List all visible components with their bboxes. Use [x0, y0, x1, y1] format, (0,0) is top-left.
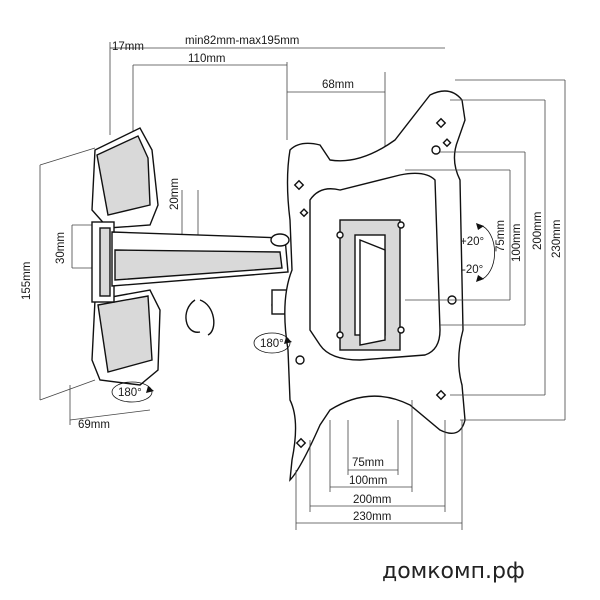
swivel-wall-label: 180° [118, 387, 142, 399]
mounting-holes [293, 117, 457, 449]
watermark-text: домкомп.рф [382, 559, 525, 584]
right-dimension-lines [405, 79, 566, 421]
top-dimension-lines [109, 42, 445, 150]
swivel-arm-indicator [253, 332, 292, 354]
swivel-arm [111, 231, 293, 336]
dim-v200mm: 200mm [532, 212, 544, 250]
dim-v100mm: 100mm [511, 224, 523, 262]
dim-top-range: min82mm-max195mm [185, 35, 299, 47]
dim-69mm: 69mm [78, 419, 110, 431]
tilt-down-label: -20° [462, 264, 483, 276]
tv-plate [284, 90, 466, 482]
dim-h100mm: 100mm [349, 475, 387, 487]
wall-bracket [91, 127, 161, 386]
tilt-up-label: +20° [460, 236, 484, 248]
dim-110mm: 110mm [188, 53, 226, 65]
left-dimension-lines [39, 147, 199, 425]
dim-68mm: 68mm [322, 79, 354, 91]
dim-v230mm: 230mm [551, 220, 563, 258]
dim-h200mm: 200mm [353, 494, 391, 506]
dim-20mm: 20mm [169, 178, 181, 210]
dim-155mm: 155mm [21, 262, 33, 300]
dim-17mm: 17mm [112, 41, 144, 53]
dim-30mm: 30mm [55, 232, 67, 264]
swivel-wall-indicator [111, 381, 154, 403]
dim-h230mm: 230mm [353, 511, 391, 523]
tilt-indicator [476, 223, 496, 282]
swivel-arm-label: 180° [260, 338, 284, 350]
bottom-dimension-lines [295, 400, 463, 530]
dim-h75mm: 75mm [352, 457, 384, 469]
dim-v75mm: 75mm [495, 220, 507, 252]
